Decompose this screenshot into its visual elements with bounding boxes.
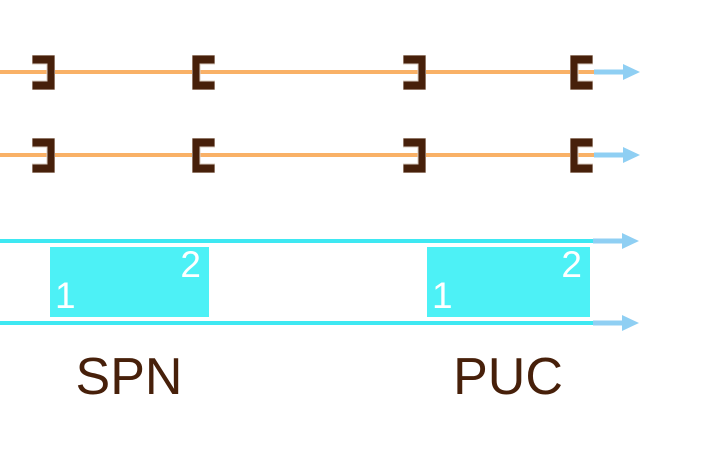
arrow-right-icon	[594, 63, 640, 86]
caption-puc: PUC	[453, 348, 563, 406]
segment-number-bottom-left: 1	[432, 275, 453, 316]
segment-number-bottom-left: 1	[55, 275, 76, 316]
arrow-right-icon	[594, 146, 640, 169]
bracket-icon	[191, 137, 216, 178]
strand-line	[0, 321, 593, 325]
bracket-icon	[191, 54, 216, 95]
bracket-icon	[569, 54, 594, 95]
segment-number-top-right: 2	[180, 244, 201, 285]
bracket-icon	[402, 54, 427, 95]
arrow-right-icon	[593, 314, 639, 337]
strand-line	[0, 239, 593, 243]
segment-number-top-right: 2	[561, 244, 582, 285]
caption-spn: SPN	[75, 348, 183, 406]
bracket-icon	[569, 137, 594, 178]
bracket-icon	[31, 137, 56, 178]
vector-line	[0, 153, 594, 157]
bracket-icon	[402, 137, 427, 178]
vector-line	[0, 70, 594, 74]
bracket-icon	[31, 54, 56, 95]
arrow-right-icon	[593, 232, 639, 255]
